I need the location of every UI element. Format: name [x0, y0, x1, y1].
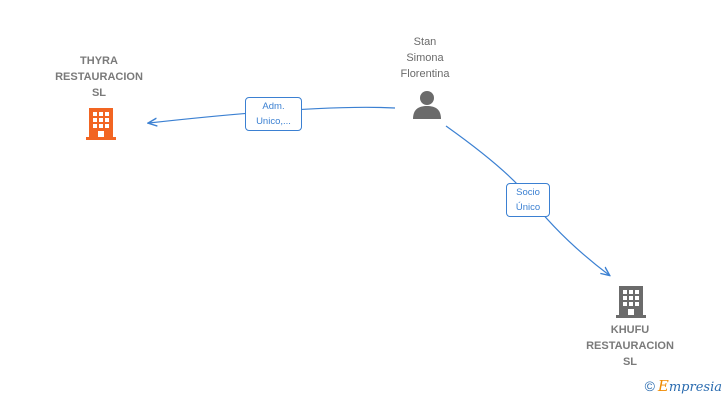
- edge-label-adm-unico[interactable]: Adm. Unico,...: [245, 97, 302, 131]
- empresia-logo: ©Empresia: [645, 377, 722, 395]
- brand-initial: E: [657, 377, 669, 395]
- company-label-thyra[interactable]: THYRA RESTAURACION SL: [55, 55, 143, 99]
- edge-label-socio-unico[interactable]: Socio Único: [506, 183, 550, 217]
- company-label-khufu[interactable]: KHUFU RESTAURACION SL: [586, 324, 674, 368]
- person-label-stan[interactable]: Stan Simona Florentina: [400, 36, 450, 80]
- building-icon[interactable]: [615, 284, 647, 318]
- building-icon[interactable]: [85, 106, 117, 140]
- brand-name: mpresia: [668, 380, 722, 395]
- copyright-symbol: ©: [644, 378, 655, 394]
- person-icon[interactable]: [412, 90, 442, 120]
